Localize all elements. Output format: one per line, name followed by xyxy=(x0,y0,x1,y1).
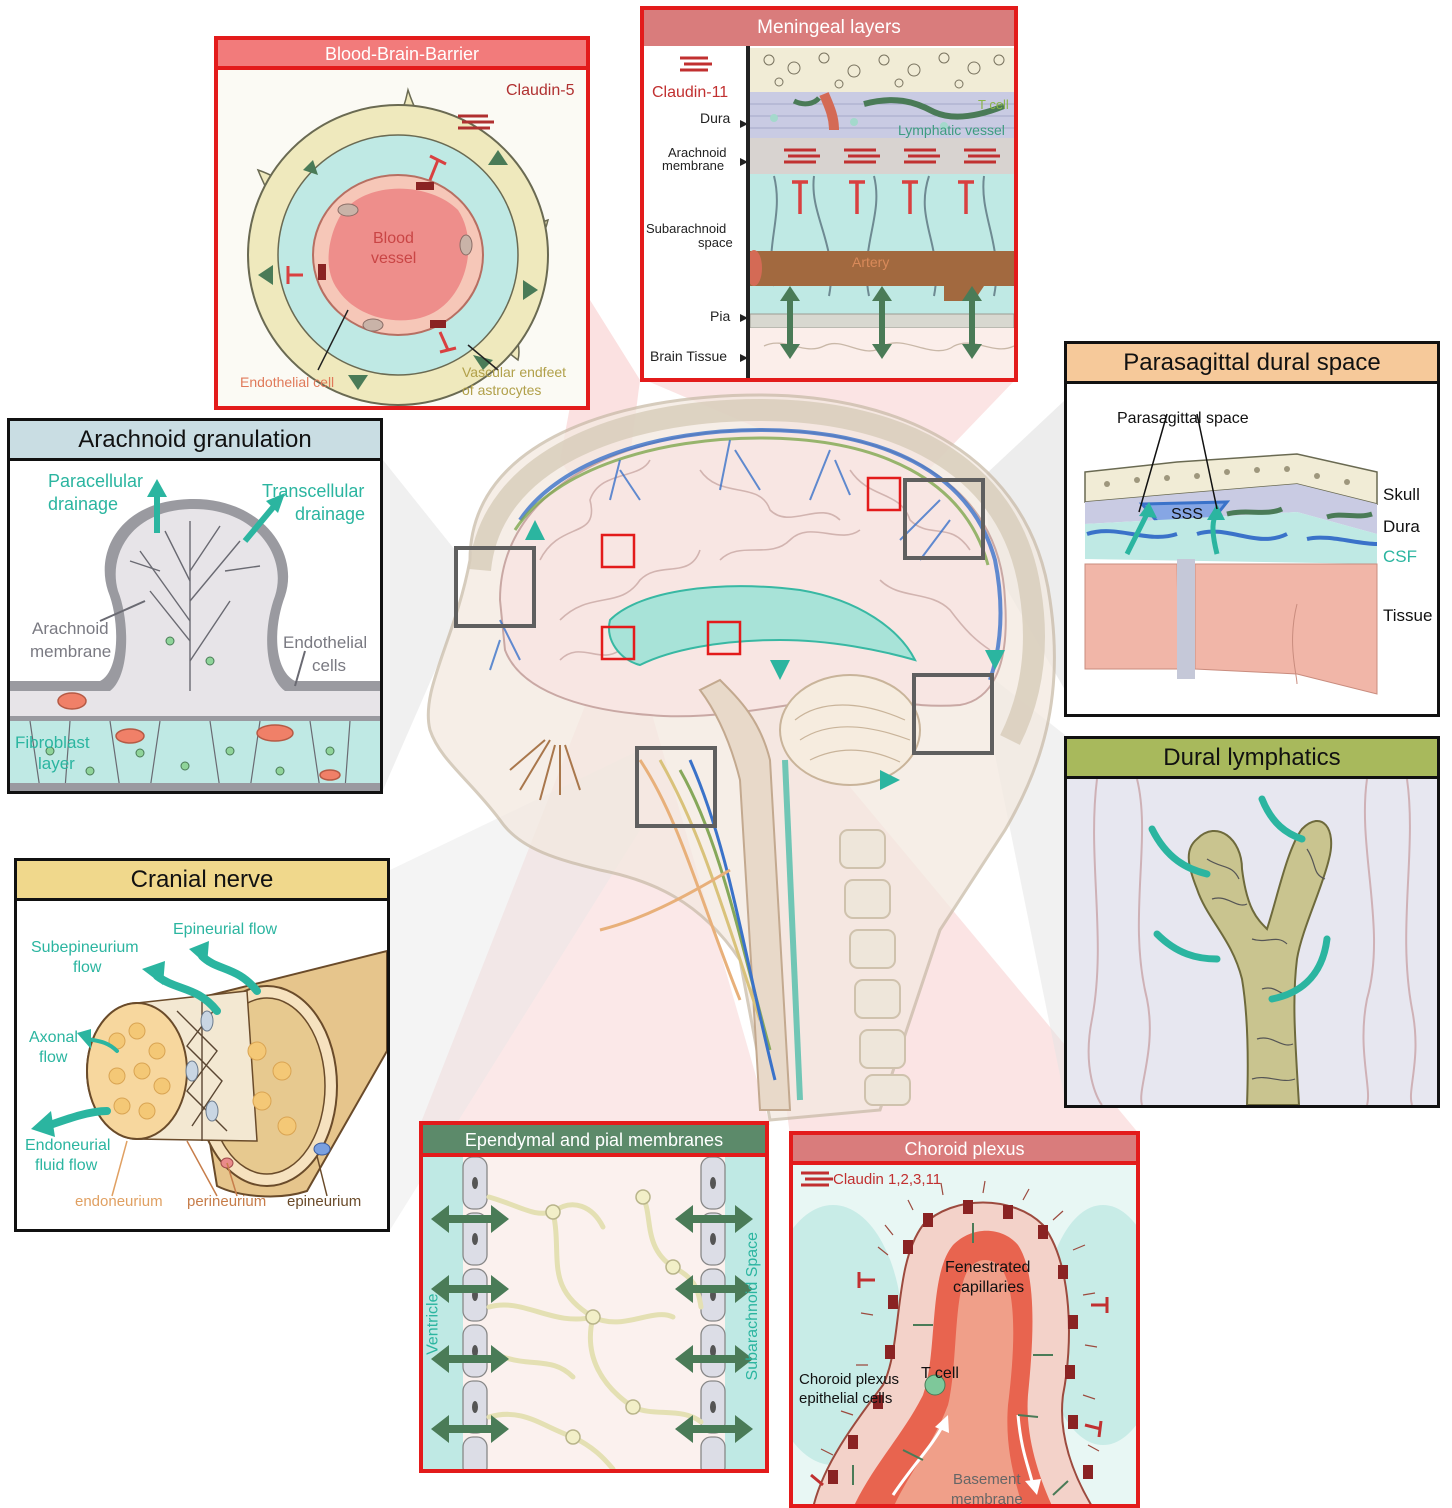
subarachnoid-label-2: space xyxy=(698,236,733,251)
fibroblast-label-2: layer xyxy=(38,754,75,774)
artery-label: Artery xyxy=(852,254,889,270)
meningeal-panel: Meningeal layers xyxy=(640,6,1018,382)
endothelial-cells-label-1: Endothelial xyxy=(283,633,367,653)
csf-label: CSF xyxy=(1383,547,1417,567)
sss-label: SSS xyxy=(1171,506,1203,524)
parasagittal-title: Parasagittal dural space xyxy=(1067,344,1437,384)
fibroblast-label-1: Fibroblast xyxy=(15,733,90,753)
subepineurium-label-1: Subepineurium xyxy=(31,939,139,957)
dura-label-para: Dura xyxy=(1383,517,1420,537)
endoneurial-label-1: Endoneurial xyxy=(25,1137,110,1155)
skull-label: Skull xyxy=(1383,485,1420,505)
meningeal-title: Meningeal layers xyxy=(644,10,1014,46)
subarachnoid-space-label: Subarachnoid Space xyxy=(744,1232,762,1381)
epithelial-label-2: epithelial cells xyxy=(799,1390,892,1407)
tissue-label: Tissue xyxy=(1383,606,1432,626)
meningeal-claudin-label: Claudin-11 xyxy=(652,84,728,102)
parasagittal-space-label: Parasagittal space xyxy=(1117,410,1249,428)
bbb-vessel-label-2: vessel xyxy=(371,250,416,268)
subepineurium-label-2: flow xyxy=(73,959,101,977)
axonal-flow-label-2: flow xyxy=(39,1049,67,1067)
fenestrated-label-2: capillaries xyxy=(953,1279,1024,1297)
transcellular-label-1: Transcellular xyxy=(262,481,364,502)
choroid-illustration xyxy=(793,1165,1136,1508)
choroid-panel: Choroid plexus xyxy=(789,1131,1140,1508)
dural-lymphatics-panel: Dural lymphatics xyxy=(1064,736,1440,1108)
ependymal-title: Ependymal and pial membranes xyxy=(423,1125,765,1157)
tissue-left xyxy=(1085,564,1179,669)
basement-label-1: Basement xyxy=(953,1471,1021,1488)
bbb-endfeet-label-1: Vascular endfeet xyxy=(462,364,566,380)
basement-label-2: membrane xyxy=(951,1491,1023,1508)
skull-layer xyxy=(750,48,1014,92)
transcellular-label-2: drainage xyxy=(295,504,365,525)
ependymal-panel: Ependymal and pial membranes xyxy=(419,1121,769,1473)
bbb-endfeet-label-2: of astrocytes xyxy=(462,382,541,398)
paracellular-label-2: drainage xyxy=(48,494,118,515)
arachnoid-membrane-label-1: Arachnoid xyxy=(32,619,109,639)
choroid-title: Choroid plexus xyxy=(793,1135,1136,1165)
ventricle-label: Ventricle xyxy=(424,1294,442,1355)
meningeal-tcell-label: T cell xyxy=(978,98,1009,113)
brain-tissue-label: Brain Tissue xyxy=(650,348,727,364)
fenestrated-label-1: Fenestrated xyxy=(945,1259,1030,1277)
perineurium-label: perineurium xyxy=(187,1193,266,1210)
bbb-title: Blood-Brain-Barrier xyxy=(218,40,586,70)
pia-label: Pia xyxy=(710,308,730,324)
cerebellum xyxy=(780,675,920,785)
epineurium-label: epineurium xyxy=(287,1193,361,1210)
arachnoid-title: Arachnoid granulation xyxy=(10,421,380,461)
endoneurial-label-2: fluid flow xyxy=(35,1157,97,1175)
parasagittal-panel: Parasagittal dural space xyxy=(1064,341,1440,717)
arachnoid-membrane-label-2: membrane xyxy=(30,642,111,662)
parasagittal-illustration xyxy=(1067,384,1437,714)
choroid-tcell-label: T cell xyxy=(921,1365,959,1383)
bbb-panel: Blood-Brain-Barrier xyxy=(214,36,590,410)
lymphatic-label: Lymphatic vessel xyxy=(898,122,1005,138)
cranial-title: Cranial nerve xyxy=(17,861,387,901)
axonal-flow-label-1: Axonal xyxy=(29,1029,78,1047)
endothelial-cells-label-2: cells xyxy=(312,656,346,676)
choroid-claudin-label: Claudin 1,2,3,11 xyxy=(833,1171,941,1188)
bbb-vessel-label-1: Blood xyxy=(373,230,414,248)
dura-label: Dura xyxy=(700,110,730,126)
arachnoid-panel: Arachnoid granulation xyxy=(7,418,383,794)
arachnoid-label-2: membrane xyxy=(662,159,724,174)
epithelial-label-1: Choroid plexus xyxy=(799,1371,899,1388)
epineurial-flow-label: Epineurial flow xyxy=(173,921,277,939)
dural-lymphatics-title: Dural lymphatics xyxy=(1067,739,1437,779)
paracellular-label-1: Paracellular xyxy=(48,471,143,492)
ependymal-illustration xyxy=(423,1157,765,1469)
bbb-endothelial-label: Endothelial cell xyxy=(240,374,334,390)
dural-lymphatics-illustration xyxy=(1067,779,1437,1105)
endoneurium-label: endoneurium xyxy=(75,1193,163,1210)
cranial-panel: Cranial nerve xyxy=(14,858,390,1232)
bbb-claudin-label: Claudin-5 xyxy=(506,82,574,100)
